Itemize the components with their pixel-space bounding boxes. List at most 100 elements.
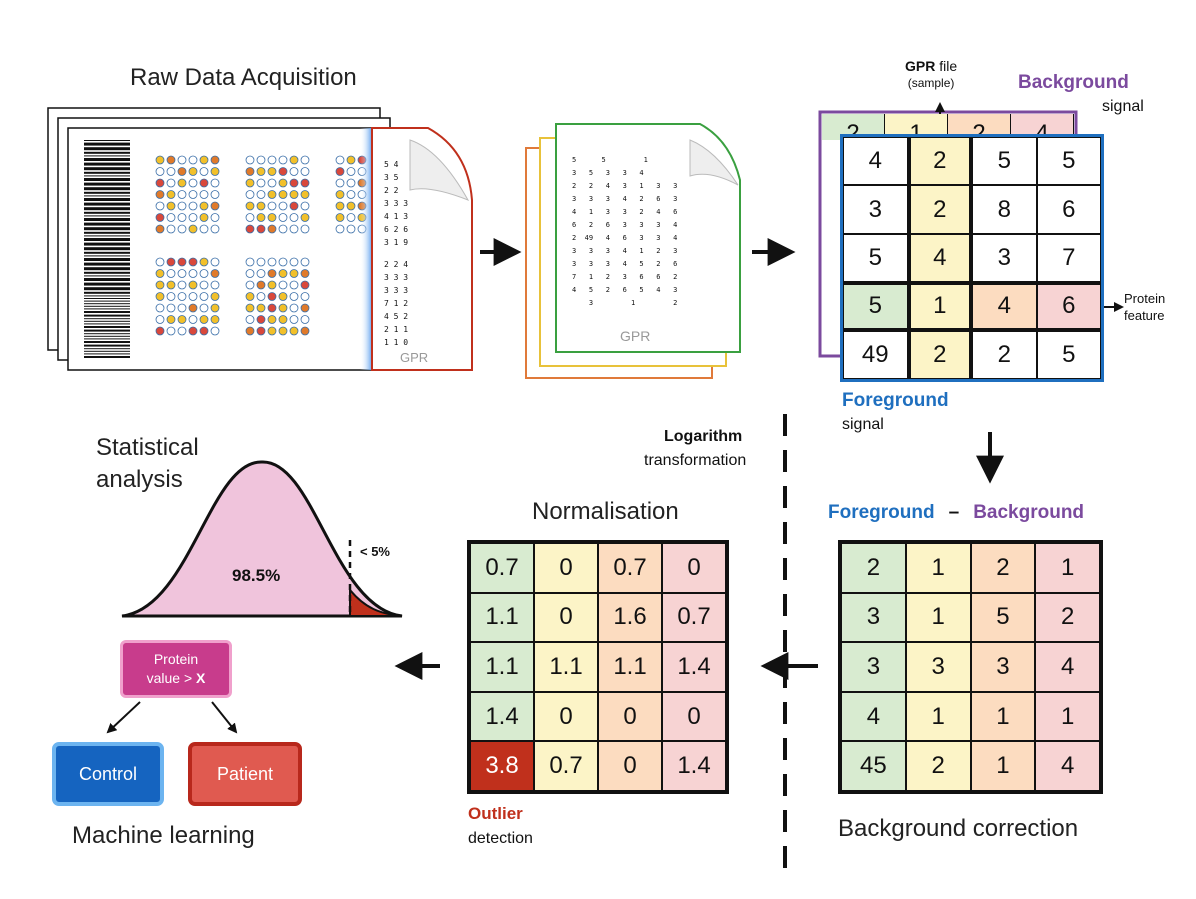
gpr-label-file: GPR [620,328,651,344]
value-row: 3 1 9 [384,238,409,247]
spot [289,224,299,234]
spot [188,269,198,278]
spot [210,315,220,324]
spot [210,213,220,222]
grid-cell: 0 [662,691,726,742]
spot [256,269,266,278]
spot [177,167,187,176]
grid-cell: 1 [1035,691,1100,742]
outlier-label: Outlier [468,804,523,823]
spot [210,155,220,165]
spot [166,257,176,267]
value-row: 2 1 1 [384,325,409,334]
grid-cell: 1.1 [470,592,534,643]
spot [335,213,345,222]
spot [177,292,187,301]
value-row: 5 4 [384,160,399,169]
spot [166,155,176,165]
grid-cell: 0 [598,741,662,791]
subtraction-label: Foreground – Background [828,502,1085,523]
barcode-icon [84,140,130,358]
spot [166,315,176,324]
spot [256,280,266,290]
grid-cell: 3 [972,233,1037,283]
grid-cell: 2 [1035,592,1100,643]
spot [177,155,187,165]
patient-node: Patient [188,742,302,806]
spot [245,280,255,290]
spot [188,224,198,234]
spot [289,292,299,301]
spot [289,167,299,176]
grid-cell: 2 [841,543,906,593]
value-row: 3 3 3 4 1 2 3 [572,247,678,255]
spot [346,224,356,234]
value-row: 2 49 4 6 3 3 4 [572,234,678,242]
gpr-label-raw: GPR [400,350,429,365]
grid-cell: 3 [970,642,1036,692]
spot [300,167,310,176]
spot [245,326,255,336]
grid-cell: 1.4 [662,642,726,692]
spot [245,201,255,211]
spot [300,155,310,165]
grid-cell: 1.1 [470,642,534,692]
spot [267,190,277,199]
spot [210,257,220,267]
spot [155,315,165,324]
grid-cell: 0 [534,543,598,593]
spot [267,178,277,188]
grid-cell: 8 [972,185,1037,234]
spot [278,269,288,278]
bell-curve [121,460,403,618]
value-row: 4 1 3 3 2 4 6 [572,208,678,216]
spot [300,201,310,211]
grid-cell: 2 [907,137,972,186]
spot [177,280,187,290]
spot [188,257,198,267]
spot [278,167,288,176]
spot [289,315,299,324]
spot [289,326,299,336]
spot [300,315,310,324]
spot [210,326,220,336]
spot [166,178,176,188]
spot [300,292,310,301]
spot [256,257,266,267]
spot [177,213,187,222]
spot [199,224,209,234]
value-row: 2 2 4 3 1 3 3 [572,182,678,190]
threshold-label: < 5% [360,544,390,559]
spot [199,190,209,199]
spot [245,155,255,165]
spot [278,213,288,222]
value-row: 3 1 2 [572,299,678,307]
spot [210,280,220,290]
value-row: 3 3 3 4 5 2 6 [572,260,678,268]
grid-cell: 0.7 [662,592,726,643]
spot [267,303,277,313]
spot [199,155,209,165]
value-row: 2 2 4 [384,260,409,269]
spot [300,257,310,267]
spot [245,213,255,222]
grid-cell: 0 [598,691,662,742]
control-node: Control [52,742,164,806]
spot [267,292,277,301]
spot [289,201,299,211]
grid-cell: 4 [907,233,972,283]
spot [256,178,266,188]
spot [300,269,310,278]
grid-cell: 7 [1036,233,1101,283]
grid-cell: 2 [970,543,1036,593]
value-row: 7 1 2 [384,299,409,308]
grid-cell: 1 [1035,543,1100,593]
spot [155,213,165,222]
spot [188,201,198,211]
spot [278,280,288,290]
